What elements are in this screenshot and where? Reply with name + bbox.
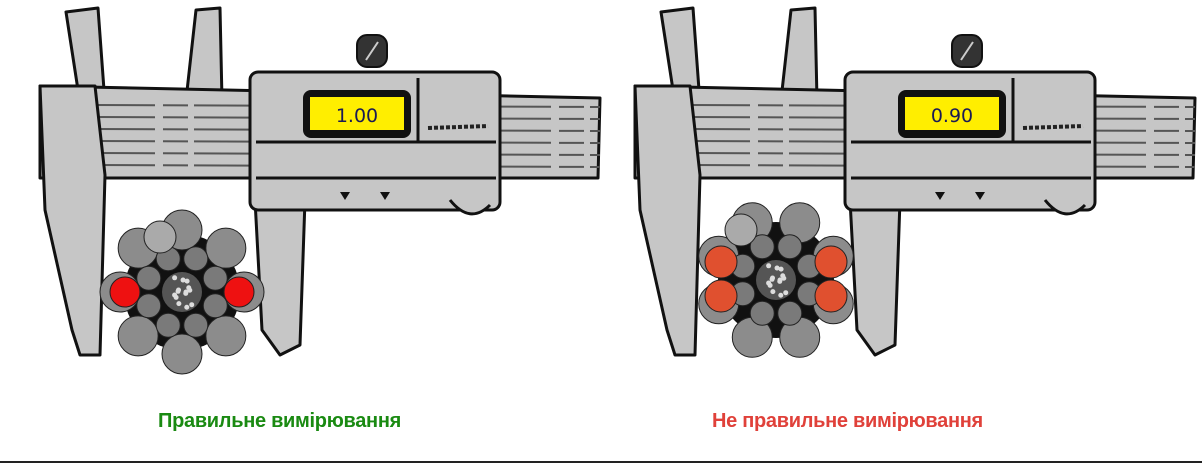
brand-marking: [1022, 124, 1084, 130]
inner-strand: [202, 265, 228, 291]
caliper-1: 0.90: [633, 6, 1197, 357]
display-screen: [310, 97, 404, 130]
contact-strand-highlight: [109, 276, 141, 308]
core-wire: [778, 266, 784, 272]
inner-strand: [749, 234, 775, 260]
contact-strand-highlight: [704, 245, 738, 279]
display-reading: 1.00: [336, 105, 378, 127]
core-wire: [778, 292, 784, 298]
correct-measurement-caption: Правильне вимірювання: [158, 410, 401, 432]
contact-strand-highlight: [814, 245, 848, 279]
fixed-lower-jaw: [38, 84, 107, 357]
core-wire: [172, 292, 178, 298]
core-wire: [172, 275, 178, 281]
wire-rope-cross-section-1: [698, 202, 854, 358]
outer-strand: [143, 220, 177, 254]
sliding-lower-jaw: [253, 198, 307, 357]
knob-highlight: [960, 41, 974, 61]
core-wire: [183, 290, 189, 296]
core-wire: [189, 302, 195, 308]
button-arrow-icon: [380, 192, 390, 200]
core-wire: [770, 275, 776, 281]
button-arrow-icon: [975, 192, 985, 200]
thumb-wheel: [1043, 199, 1087, 216]
wire-rope-cross-section-0: [99, 209, 265, 375]
knob-highlight: [365, 41, 379, 61]
fixed-upper-jaw: [659, 6, 701, 92]
divider: [0, 461, 1202, 463]
outer-strand: [117, 315, 159, 357]
inner-strand: [749, 300, 775, 326]
core-strand: [756, 260, 796, 300]
sliding-lower-jaw: [848, 198, 902, 357]
sliding-upper-jaw: [779, 6, 819, 102]
sliding-upper-jaw: [184, 6, 224, 102]
core-strand: [162, 272, 202, 312]
incorrect-measurement-caption: Не правильне вимірювання: [712, 410, 983, 432]
core-wire: [766, 263, 772, 269]
display-reading: 0.90: [931, 105, 973, 127]
button-arrow-icon: [935, 192, 945, 200]
thumb-wheel: [448, 199, 492, 216]
contact-strand-highlight: [814, 279, 848, 313]
core-wire: [180, 277, 186, 283]
inner-strand: [183, 312, 209, 338]
core-wire: [187, 287, 193, 293]
inner-strand: [136, 265, 162, 291]
brand-marking: [427, 124, 489, 130]
caliper-0: 1.00: [38, 6, 602, 357]
core-wire: [781, 275, 787, 281]
inner-strand: [183, 246, 209, 272]
core-wire: [176, 287, 182, 293]
outer-strand: [161, 333, 203, 375]
inner-strand: [777, 300, 803, 326]
fixed-upper-jaw: [64, 6, 106, 92]
outer-strand: [724, 213, 758, 247]
core-wire: [176, 301, 182, 307]
contact-strand-highlight: [223, 276, 255, 308]
core-wire: [184, 278, 190, 284]
core-wire: [783, 290, 789, 296]
core-wire: [184, 304, 190, 310]
core-wire: [770, 289, 776, 295]
inner-strand: [155, 312, 181, 338]
inner-strand: [777, 234, 803, 260]
outer-strand: [205, 315, 247, 357]
core-wire: [777, 278, 783, 284]
outer-strand: [205, 227, 247, 269]
core-wire: [774, 265, 780, 271]
fixed-lower-jaw: [633, 84, 702, 357]
button-arrow-icon: [340, 192, 350, 200]
inner-strand: [136, 293, 162, 319]
display-screen: [905, 97, 999, 130]
inner-strand: [202, 293, 228, 319]
core-wire: [766, 280, 772, 286]
contact-strand-highlight: [704, 279, 738, 313]
